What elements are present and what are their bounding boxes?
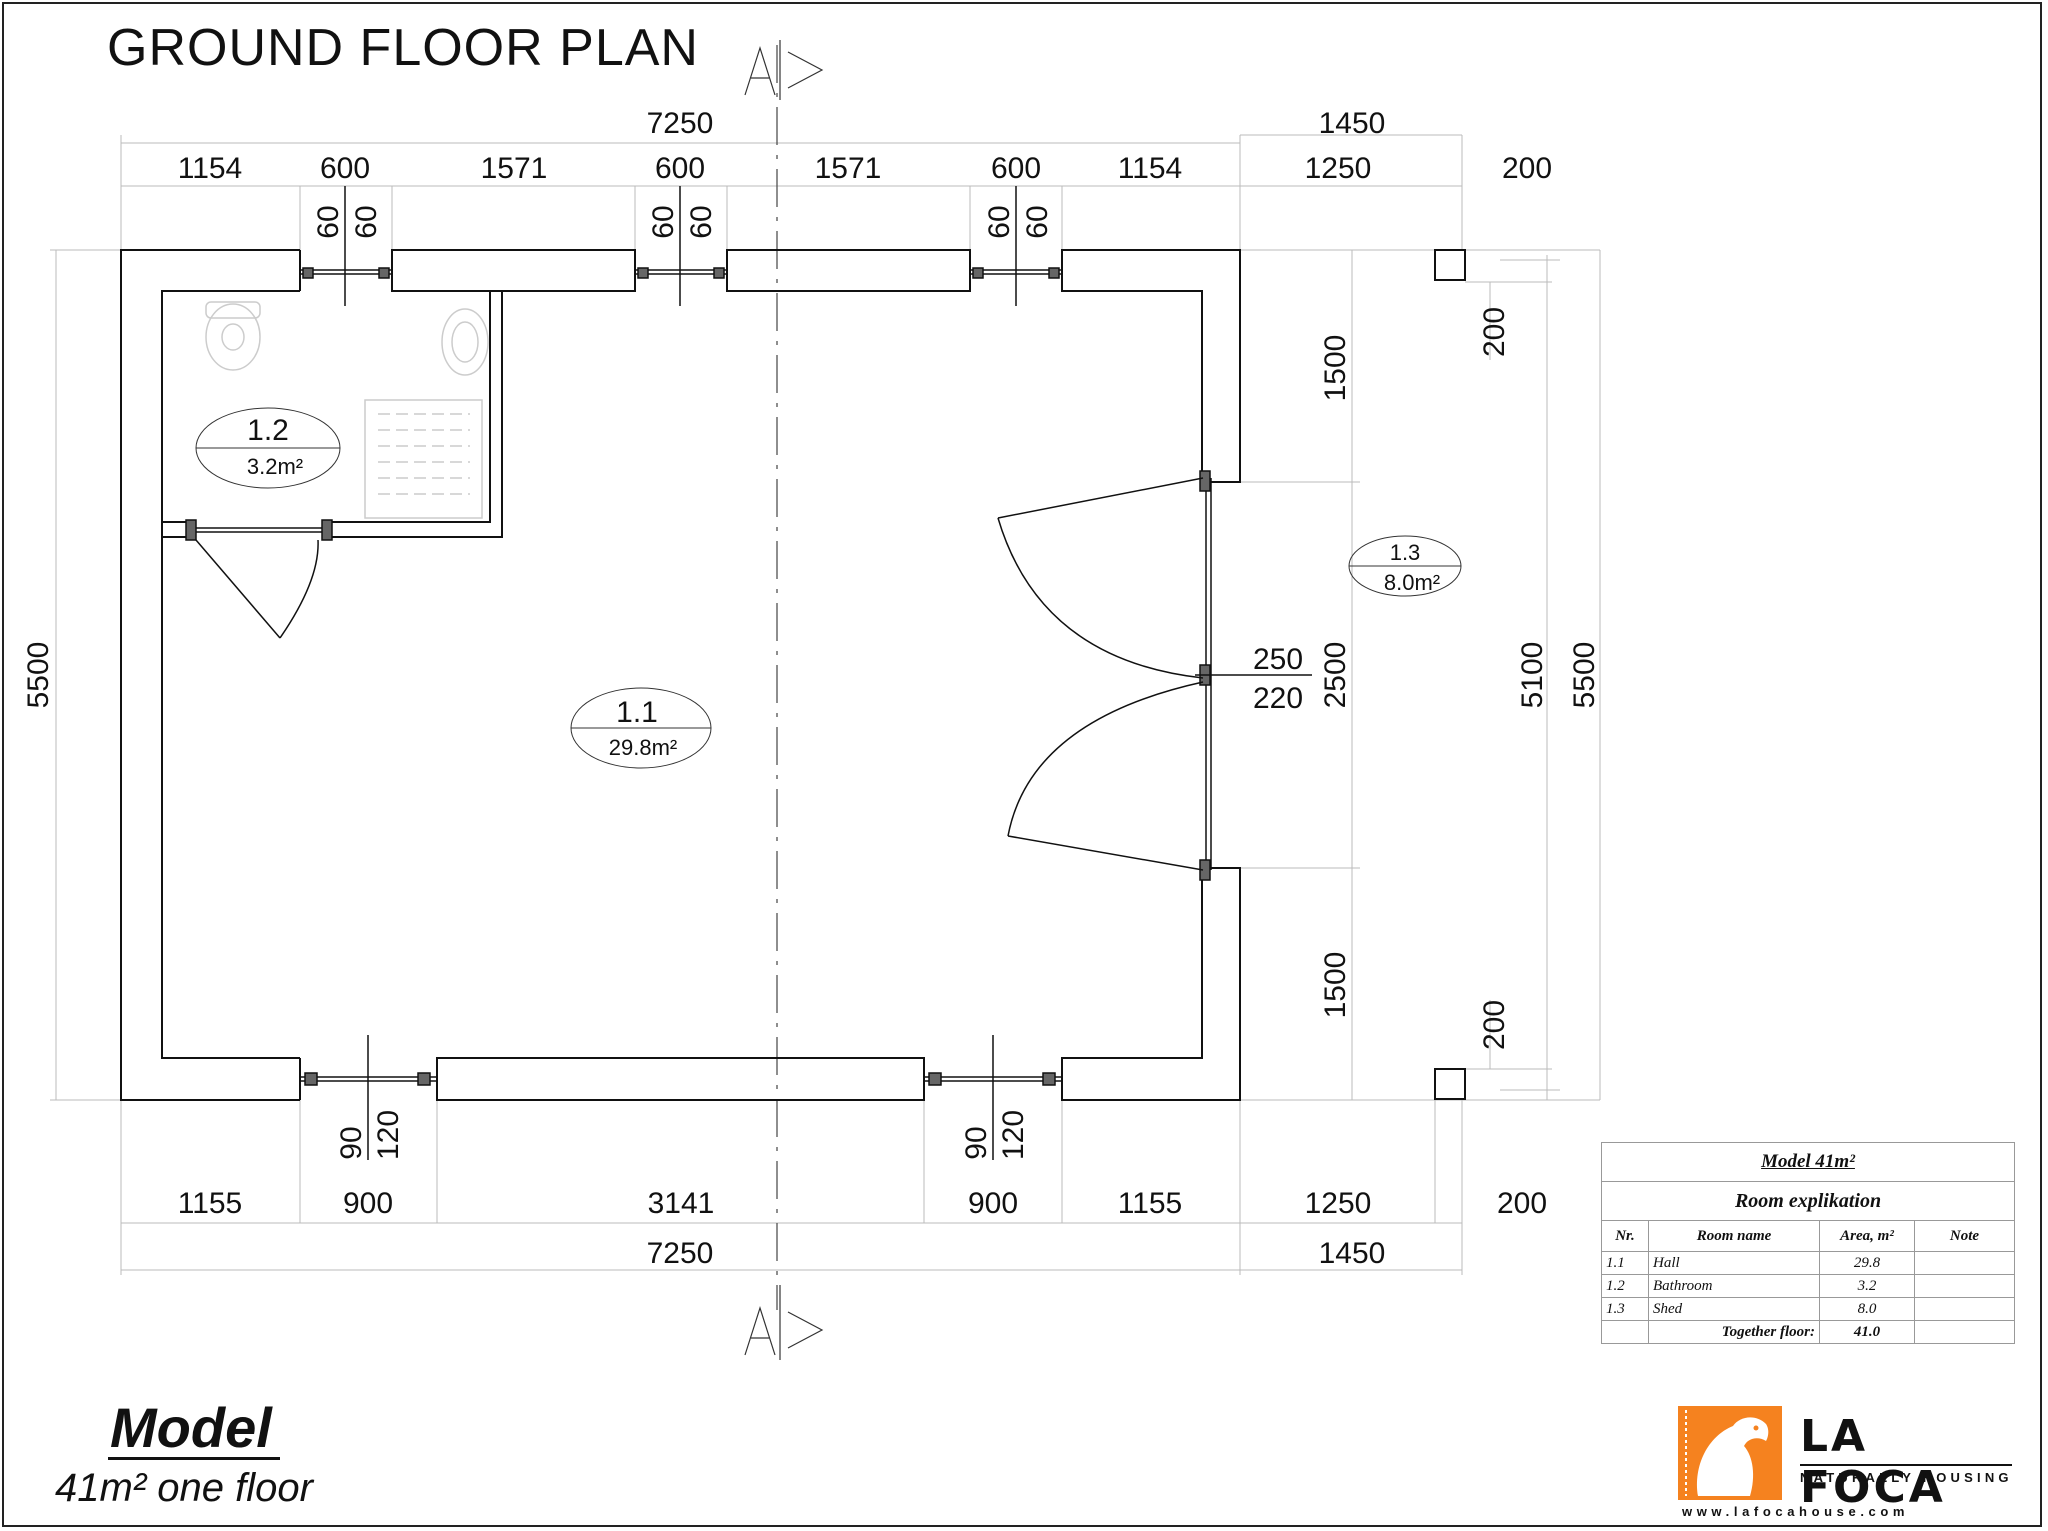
table-row: Together floor: 41.0 (1601, 1320, 2015, 1344)
dim-right-seg-3: 1500 (1319, 952, 1352, 1019)
dim-shed-top: 200 (1478, 307, 1511, 357)
dim-bottom-total: 7250 (647, 1237, 714, 1270)
dim-door-gap-bottom: 220 (1253, 682, 1303, 715)
dim-window-2-b: 60 (685, 205, 718, 238)
dim-bottom-seg-2: 900 (343, 1187, 393, 1220)
legend-row-1-note (1914, 1251, 2015, 1275)
model-subtitle: 41m² one floor (55, 1466, 313, 1510)
dim-window-1-b: 60 (350, 205, 383, 238)
legend-row-2-note (1914, 1274, 2015, 1298)
dim-top-side-seg-1: 1250 (1305, 152, 1372, 185)
table-row: 1.1 Hall 29.8 (1601, 1251, 2015, 1275)
dim-top-seg-2: 600 (320, 152, 370, 185)
dim-top-seg-7: 1154 (1118, 152, 1183, 185)
dim-window-3-a: 60 (983, 205, 1016, 238)
dim-bottom-side-seg-1: 1250 (1305, 1187, 1372, 1220)
legend-row-3-name: Shed (1648, 1297, 1820, 1321)
table-row: 1.3 Shed 8.0 (1601, 1297, 2015, 1321)
dim-bottom-seg-5: 1155 (1118, 1187, 1183, 1220)
dim-bottom-window-2-a: 90 (960, 1126, 993, 1159)
dim-right-height: 5500 (1568, 642, 1601, 709)
dim-top-seg-4: 600 (655, 152, 705, 185)
legend-row-1-nr: 1.1 (1601, 1251, 1649, 1275)
room-1-1-nr: 1.1 (616, 696, 658, 729)
dim-bottom-seg-3: 3141 (648, 1187, 715, 1220)
seal-logo-icon (1678, 1406, 1782, 1500)
dim-shed-bottom: 200 (1478, 1000, 1511, 1050)
logo-divider (1800, 1464, 2012, 1466)
legend-header-name: Room name (1648, 1220, 1820, 1252)
dim-bottom-side-seg-2: 200 (1497, 1187, 1547, 1220)
legend-total-spacer (1601, 1320, 1649, 1344)
legend-header-nr: Nr. (1601, 1220, 1649, 1252)
legend-row-2-area: 3.2 (1819, 1274, 1915, 1298)
dim-right-seg-2: 2500 (1319, 642, 1352, 709)
dim-bottom-seg-4: 900 (968, 1187, 1018, 1220)
dim-shed-height: 5100 (1516, 642, 1549, 709)
dim-door-gap-top: 250 (1253, 643, 1303, 676)
table-row: 1.2 Bathroom 3.2 (1601, 1274, 2015, 1298)
room-1-1-area: 29.8m² (609, 735, 677, 760)
dim-window-2-a: 60 (647, 205, 680, 238)
legend-header-area: Area, m² (1819, 1220, 1915, 1252)
dim-window-3-b: 60 (1021, 205, 1054, 238)
dim-bottom-window-2-b: 120 (997, 1110, 1030, 1160)
legend-row-2-nr: 1.2 (1601, 1274, 1649, 1298)
company-logo: LA FOCA NATURALLY HOUSING www.lafocahous… (1678, 1406, 2018, 1519)
legend-row-1-name: Hall (1648, 1251, 1820, 1275)
legend-total-label: Together floor: (1648, 1320, 1820, 1344)
dim-window-1-a: 60 (312, 205, 345, 238)
dim-top-side-total: 1450 (1319, 107, 1386, 140)
dim-bottom-window-1-a: 90 (335, 1126, 368, 1159)
logo-tagline: NATURALLY HOUSING (1800, 1470, 2013, 1485)
legend-model: Model 41m² (1601, 1142, 2015, 1182)
legend-total-value: 41.0 (1819, 1320, 1915, 1344)
room-1-2-nr: 1.2 (247, 414, 289, 447)
room-1-3-nr: 1.3 (1390, 540, 1421, 565)
dim-left-height: 5500 (22, 642, 55, 709)
legend-row-3-nr: 1.3 (1601, 1297, 1649, 1321)
room-1-3-area: 8.0m² (1384, 570, 1440, 595)
dim-top-seg-1: 1154 (178, 152, 243, 185)
legend-total-note (1914, 1320, 2015, 1344)
page-title: GROUND FLOOR PLAN (107, 19, 699, 77)
dim-bottom-seg-1: 1155 (178, 1187, 243, 1220)
dim-bottom-window-1-b: 120 (372, 1110, 405, 1160)
dim-right-seg-1: 1500 (1319, 335, 1352, 402)
legend-row-2-name: Bathroom (1648, 1274, 1820, 1298)
model-title: Model (110, 1396, 272, 1459)
legend-row-3-note (1914, 1297, 2015, 1321)
dim-top-seg-6: 600 (991, 152, 1041, 185)
legend-row-3-area: 8.0 (1819, 1297, 1915, 1321)
dim-top-seg-3: 1571 (481, 152, 548, 185)
logo-url: www.lafocahouse.com (1682, 1504, 1910, 1519)
room-1-2-area: 3.2m² (247, 454, 303, 479)
dim-top-seg-5: 1571 (815, 152, 882, 185)
dim-top-total: 7250 (647, 107, 714, 140)
logo-name: LA FOCA (1800, 1411, 1946, 1513)
legend-row-1-area: 29.8 (1819, 1251, 1915, 1275)
room-legend-table: Model 41m² Room explikation Nr. Room nam… (1601, 1142, 2015, 1344)
model-underline (108, 1457, 280, 1460)
dim-top-side-seg-2: 200 (1502, 152, 1552, 185)
dim-bottom-side-total: 1450 (1319, 1237, 1386, 1270)
legend-header-note: Note (1914, 1220, 2015, 1252)
legend-caption: Room explikation (1601, 1181, 2015, 1221)
